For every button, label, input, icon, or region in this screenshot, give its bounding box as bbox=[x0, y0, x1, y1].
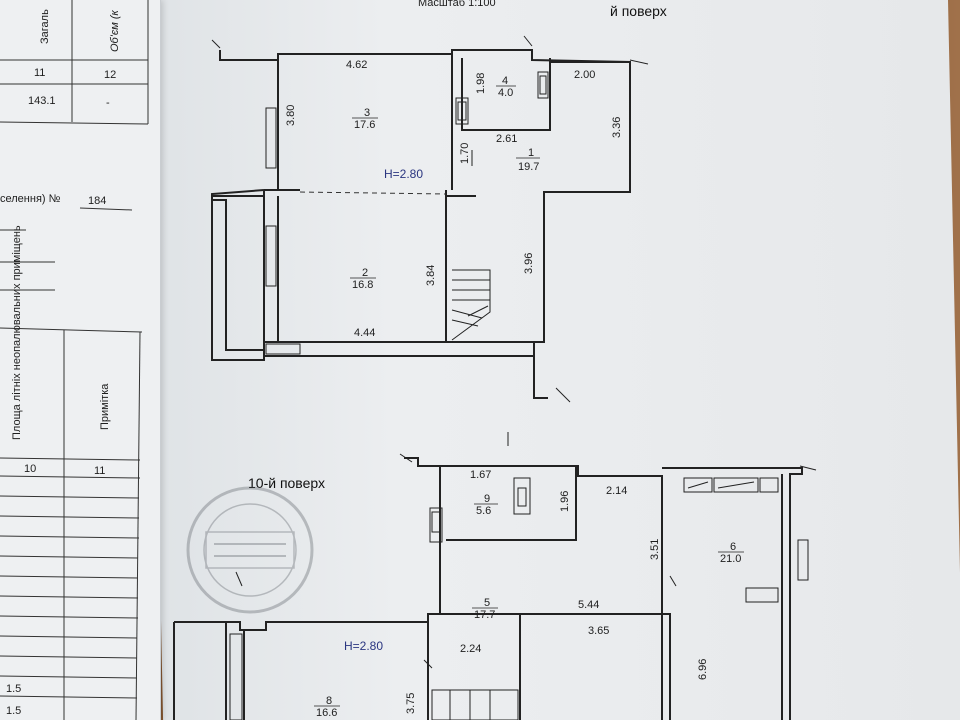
lower-dim-2: 1.96 bbox=[559, 491, 571, 512]
upper-dim-5: 3.36 bbox=[611, 117, 623, 138]
room-4-number: 4 bbox=[502, 75, 508, 87]
bottom-table-header-2: Примітка bbox=[99, 383, 111, 430]
room-2-number: 2 bbox=[362, 267, 368, 279]
upper-dim-10: 4.44 bbox=[354, 327, 375, 339]
settlement-label: селення) № bbox=[0, 193, 61, 205]
room-3-number: 3 bbox=[364, 107, 370, 119]
lower-height-label: Н=2.80 bbox=[344, 639, 383, 653]
lower-dim-9: 3.75 bbox=[405, 693, 417, 714]
upper-dim-2: 3.80 bbox=[285, 105, 297, 126]
official-stamp bbox=[186, 486, 314, 614]
room-4-area: 4.0 bbox=[498, 87, 513, 99]
top-table-value-2: - bbox=[106, 97, 110, 109]
room-6-number: 6 bbox=[730, 541, 736, 553]
room-3-area: 17.6 bbox=[354, 119, 375, 131]
bottom-table-row-1-value: 1.5 bbox=[6, 683, 21, 695]
left-table-svg: Загаль Об'єм (к 11 12 143.1 - селення) №… bbox=[0, 0, 149, 720]
upper-dim-1: 4.62 bbox=[346, 59, 367, 71]
room-1-number: 1 bbox=[528, 147, 534, 159]
lower-dim-7: 2.24 bbox=[460, 643, 481, 655]
room-1-area: 19.7 bbox=[518, 161, 539, 173]
upper-dim-7: 1.70 bbox=[459, 143, 471, 164]
room-6-area: 21.0 bbox=[720, 553, 741, 565]
lower-dim-6: 3.65 bbox=[588, 625, 609, 637]
room-9-area: 5.6 bbox=[476, 505, 491, 517]
left-table-sheet bbox=[0, 0, 161, 720]
top-table-header-2: Об'єм (к bbox=[109, 9, 121, 52]
upper-dim-4: 2.00 bbox=[574, 69, 595, 81]
room-9-number: 9 bbox=[484, 493, 490, 505]
top-table-colnum-1: 11 bbox=[34, 67, 45, 79]
room-5-number: 5 bbox=[484, 597, 490, 609]
scale-label: Масштаб 1:100 bbox=[418, 0, 496, 9]
upper-dim-3: 1.98 bbox=[475, 73, 487, 94]
upper-dim-9: 3.84 bbox=[425, 265, 437, 286]
lower-floor-plan bbox=[173, 457, 803, 720]
top-table-colnum-2: 12 bbox=[104, 69, 116, 81]
upper-height-label: Н=2.80 bbox=[384, 167, 423, 181]
room-8-number: 8 bbox=[326, 695, 332, 707]
upper-dim-6: 2.61 bbox=[496, 133, 517, 145]
settlement-number: 184 bbox=[88, 195, 106, 207]
floor-bottom-label: 10-й поверх bbox=[248, 475, 325, 491]
bottom-table-colnum-2: 11 bbox=[94, 465, 105, 477]
top-table-header-1: Загаль bbox=[39, 9, 51, 44]
lower-dim-8: 6.96 bbox=[697, 659, 709, 680]
lower-dim-4: 3.51 bbox=[649, 539, 661, 560]
room-2-area: 16.8 bbox=[352, 279, 373, 291]
upper-floor-plan bbox=[211, 49, 631, 399]
bottom-table-colnum-1: 10 bbox=[24, 463, 36, 475]
room-5-area: 17.7 bbox=[474, 609, 495, 621]
lower-dim-3: 2.14 bbox=[606, 485, 627, 497]
lower-dim-1: 1.67 bbox=[470, 469, 491, 481]
lower-dim-5: 5.44 bbox=[578, 599, 599, 611]
bottom-table-row-2-value: 1.5 bbox=[6, 705, 21, 717]
bottom-table-header-1: Площа літніх неопалювальних приміщень bbox=[11, 225, 23, 440]
floor-top-label: й поверх bbox=[610, 3, 667, 19]
top-table-value-1: 143.1 bbox=[28, 95, 56, 107]
upper-dim-8: 3.96 bbox=[523, 253, 535, 274]
room-8-area: 16.6 bbox=[316, 707, 337, 719]
